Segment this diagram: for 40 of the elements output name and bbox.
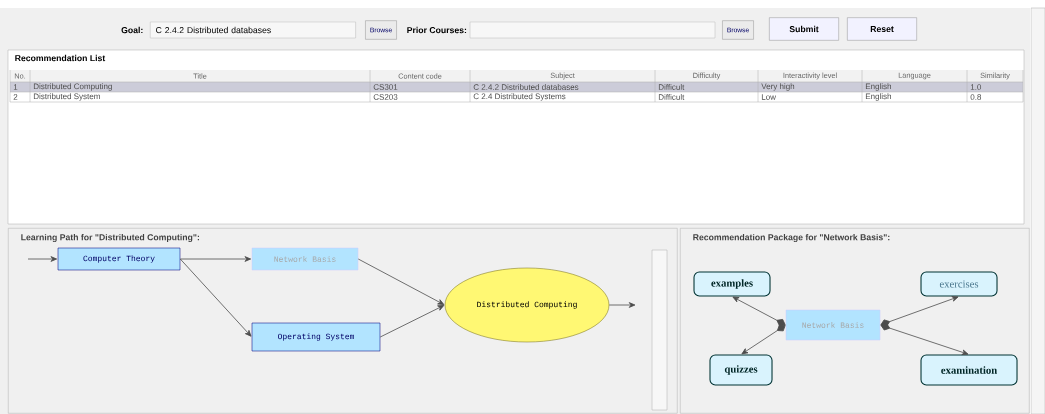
table-cell: CS203	[373, 94, 398, 100]
table-cell: 1	[13, 84, 18, 90]
table-cell: Low	[761, 94, 776, 100]
table-cell: English	[865, 93, 891, 101]
arrow	[27, 256, 58, 262]
arrow	[880, 296, 959, 327]
field-label: Goal:	[121, 26, 143, 34]
arrow	[379, 305, 445, 338]
table-cell: 0.8	[970, 94, 982, 100]
arrow	[880, 322, 969, 355]
arrow	[179, 258, 252, 337]
resource-box: examples	[693, 271, 771, 297]
arrow	[741, 324, 786, 355]
table-cell: English	[865, 83, 891, 91]
table-cell: 2	[13, 94, 18, 100]
submit-button: Submit	[769, 17, 839, 41]
section-heading: Recommendation List	[15, 54, 106, 62]
reset-button: Reset	[847, 17, 917, 41]
table-cell: 1.0	[970, 84, 982, 90]
field-label: Prior Courses:	[407, 26, 467, 34]
resource-box: quizzes	[709, 354, 773, 386]
table-cell: CS301	[373, 84, 398, 90]
input-field: C 2.4.2 Distributed databases	[150, 21, 356, 39]
process-box: Network Basis	[251, 247, 359, 271]
arrow	[608, 302, 636, 308]
table-cell: Very high	[761, 83, 795, 91]
process-box: Operating System	[251, 322, 381, 352]
resource-box: examination	[920, 354, 1018, 386]
table-cell: Distributed Computing	[33, 83, 112, 91]
table-cell: Distributed System	[33, 93, 100, 101]
arrow	[179, 256, 252, 262]
course-box: Network Basis	[785, 309, 881, 341]
table-cell: Difficult	[658, 94, 685, 100]
resource-box: exercises	[920, 271, 998, 297]
table-cell: C 2.4 Distributed Systems	[473, 93, 566, 101]
arrow	[357, 258, 445, 305]
table-cell: Difficult	[658, 84, 685, 90]
table-cell: C 2.4.2 Distributed databases	[473, 84, 579, 90]
arrow	[732, 296, 786, 326]
process-box: Computer Theory	[57, 247, 181, 271]
